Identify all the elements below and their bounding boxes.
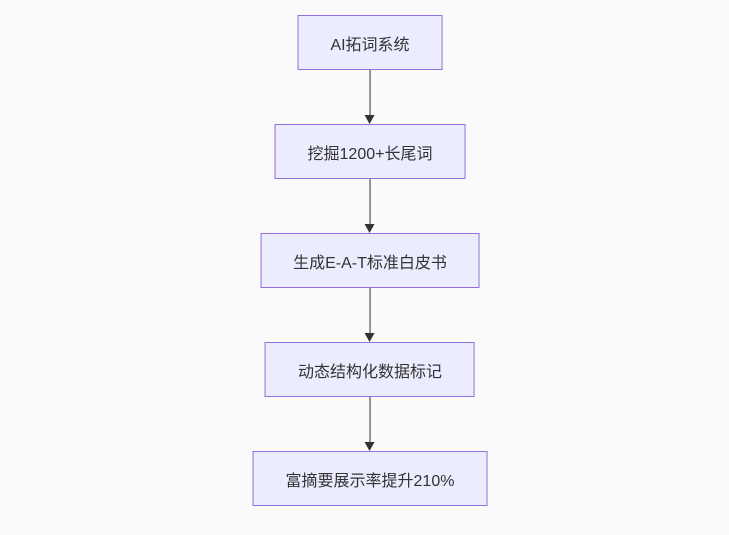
node-label: 挖掘1200+长尾词 <box>307 145 433 163</box>
node-label: AI拓词系统 <box>330 36 410 54</box>
arrowhead-down-icon <box>365 224 375 233</box>
node-ai-word-system: AI拓词系统 <box>297 15 443 70</box>
node-rich-snippet-result: 富摘要展示率提升210% <box>252 451 488 506</box>
arrow-line <box>369 70 371 115</box>
node-eat-whitepaper: 生成E-A-T标准白皮书 <box>260 233 480 288</box>
arrowhead-down-icon <box>365 442 375 451</box>
edge-arrow-1 <box>365 70 375 124</box>
arrow-line <box>369 179 371 224</box>
node-label: 动态结构化数据标记 <box>297 363 442 381</box>
edge-arrow-4 <box>365 397 375 451</box>
edge-arrow-3 <box>365 288 375 342</box>
arrow-line <box>369 397 371 442</box>
arrowhead-down-icon <box>365 115 375 124</box>
arrowhead-down-icon <box>365 333 375 342</box>
flowchart: AI拓词系统 挖掘1200+长尾词 生成E-A-T标准白皮书 动态结构化数据标记… <box>252 15 488 506</box>
edge-arrow-2 <box>365 179 375 233</box>
node-label: 生成E-A-T标准白皮书 <box>293 254 447 272</box>
node-label: 富摘要展示率提升210% <box>285 472 455 490</box>
arrow-line <box>369 288 371 333</box>
node-longtail-mining: 挖掘1200+长尾词 <box>274 124 466 179</box>
node-structured-data-markup: 动态结构化数据标记 <box>264 342 475 397</box>
